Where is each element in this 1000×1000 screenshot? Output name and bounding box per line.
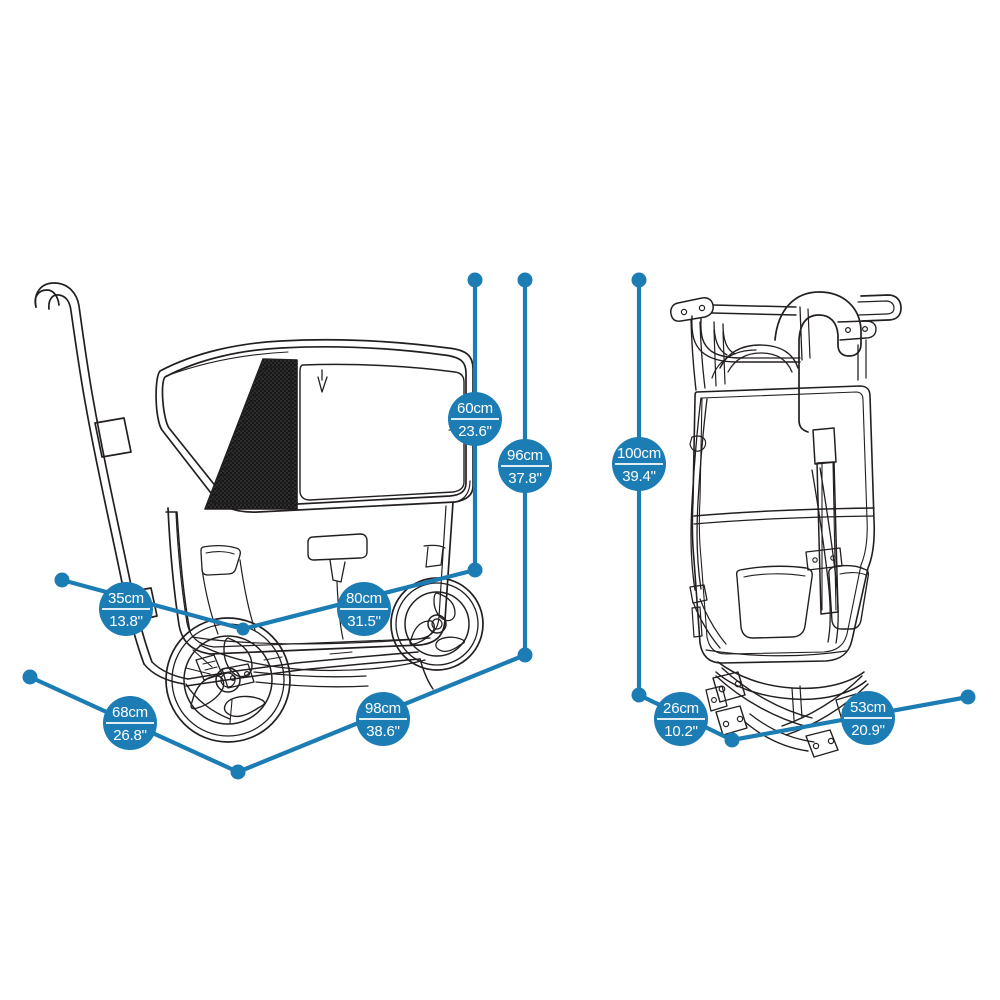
- measurement-badge-length-body: 80cm 31.5": [337, 582, 391, 636]
- strap: [689, 397, 843, 649]
- endpoint-dot: [467, 272, 483, 288]
- endpoint-dot: [22, 669, 38, 685]
- badge-value-cm: 68cm: [112, 704, 148, 721]
- badge-value-inch: 38.6": [366, 723, 400, 740]
- badge-value-inch: 31.5": [347, 613, 381, 630]
- badge-value-cm: 35cm: [108, 590, 144, 607]
- badge-value-cm: 80cm: [346, 590, 382, 607]
- dimension-endpoint-dots: [22, 272, 976, 780]
- folded-view-illustration: [670, 291, 902, 758]
- endpoint-dot: [467, 562, 483, 578]
- measurement-badge-width-overall: 68cm 26.8": [103, 696, 157, 750]
- canopy-with-mesh-panel: [155, 339, 474, 513]
- badge-value-inch: 13.8": [109, 613, 143, 630]
- badge-value-cm: 26cm: [663, 700, 699, 717]
- measurement-badges: 60cm 23.6" 96cm 37.8" 35cm 13.8" 80cm 31.5" 68cm…: [99, 392, 895, 750]
- badge-value-inch: 39.4": [622, 468, 656, 485]
- measurement-badge-folded-depth: 26cm 10.2": [654, 692, 708, 746]
- endpoint-dot: [230, 764, 246, 780]
- badge-value-cm: 100cm: [617, 445, 661, 462]
- badge-value-cm: 98cm: [365, 700, 401, 717]
- fabric-basket-body: [165, 501, 454, 655]
- endpoint-dot: [960, 689, 976, 705]
- endpoint-dot: [631, 272, 647, 288]
- measurement-badge-height-overall: 96cm 37.8": [498, 439, 552, 493]
- badge-value-inch: 10.2": [664, 723, 698, 740]
- measurement-badge-folded-width: 53cm 20.9": [841, 691, 895, 745]
- badge-value-inch: 20.9": [851, 722, 885, 739]
- badge-value-inch: 26.8": [113, 727, 147, 744]
- open-view-illustration: [34, 282, 484, 743]
- endpoint-dot: [54, 572, 70, 588]
- collapsed-fabric-body: [689, 385, 876, 664]
- folded-frame-tubes: [670, 297, 877, 391]
- endpoint-dot: [517, 647, 533, 663]
- badge-value-inch: 37.8": [508, 470, 542, 487]
- measurement-badge-length-overall: 98cm 38.6": [356, 692, 410, 746]
- endpoint-dot: [236, 622, 250, 636]
- folding-mechanism: [680, 661, 869, 758]
- badge-value-cm: 96cm: [507, 447, 543, 464]
- endpoint-dot: [631, 687, 647, 703]
- rear-wheel: [390, 577, 484, 671]
- badge-value-inch: 23.6": [458, 423, 492, 440]
- endpoint-dot: [517, 272, 533, 288]
- measurement-badge-height-canopy: 60cm 23.6": [448, 392, 502, 446]
- measurement-badge-depth-inner: 35cm 13.8": [99, 582, 153, 636]
- badge-value-cm: 60cm: [457, 400, 493, 417]
- badge-value-cm: 53cm: [850, 699, 886, 716]
- endpoint-dot: [724, 732, 740, 748]
- measurement-badge-folded-height: 100cm 39.4": [612, 437, 666, 491]
